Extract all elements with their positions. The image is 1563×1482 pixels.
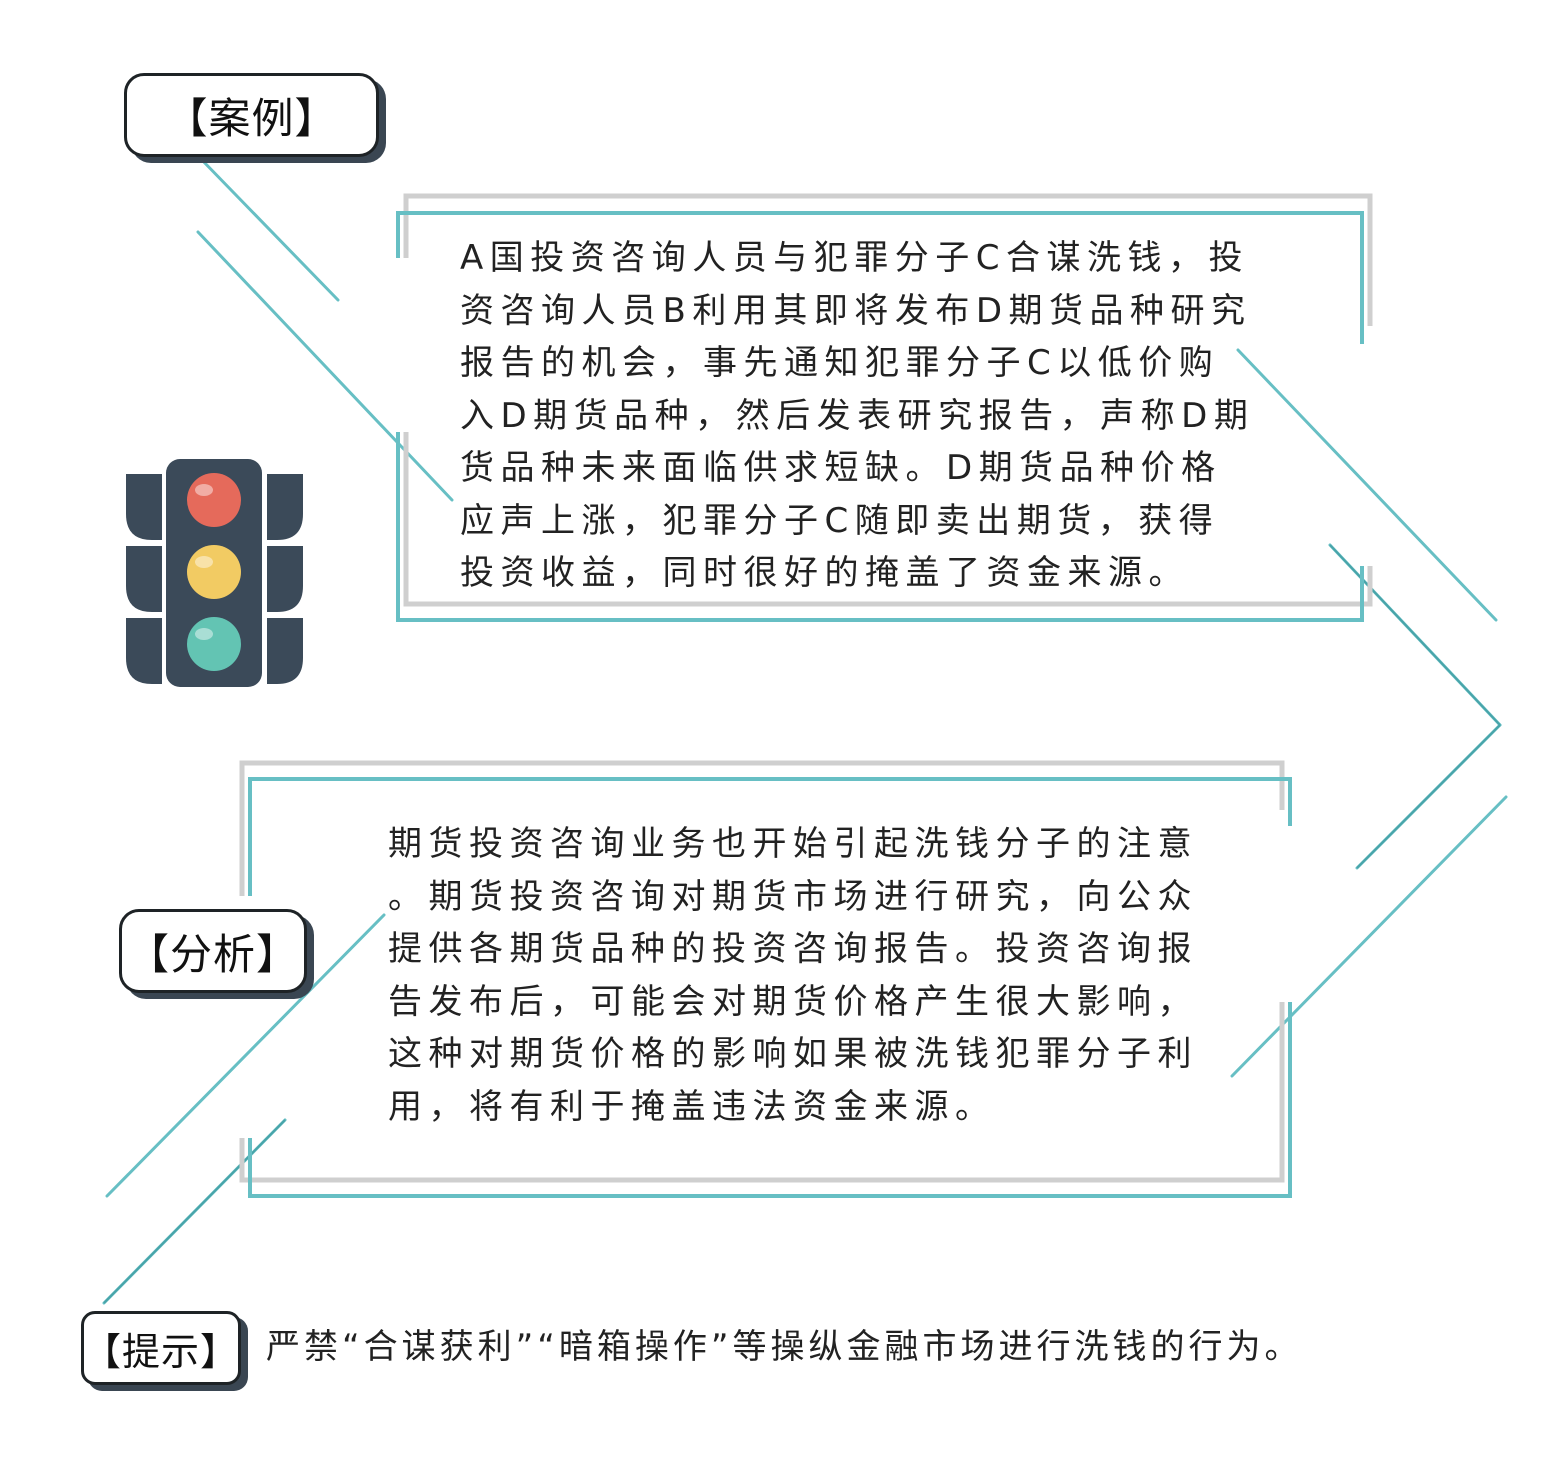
- red-light: [187, 473, 241, 527]
- green-light: [187, 617, 241, 671]
- analysis-label: 【分析】: [119, 909, 307, 993]
- case-text: A国投资咨询人员与犯罪分子C合谋洗钱，投 资咨询人员B利用其即将发布D期货品种研…: [460, 238, 1255, 593]
- tip-text: 严禁“合谋获利”“暗箱操作”等操纵金融市场进行洗钱的行为。: [266, 1327, 1303, 1367]
- case-frame: [396, 193, 1373, 622]
- analysis-frame: [239, 760, 1292, 1198]
- tip-label: 【提示】: [81, 1311, 241, 1385]
- case-label: 【案例】: [124, 73, 379, 157]
- traffic-light-icon: [126, 459, 303, 687]
- yellow-light: [187, 545, 241, 599]
- analysis-text: 期货投资咨询业务也开始引起洗钱分子的注意 。期货投资咨询对期货市场进行研究，向公…: [388, 824, 1198, 1127]
